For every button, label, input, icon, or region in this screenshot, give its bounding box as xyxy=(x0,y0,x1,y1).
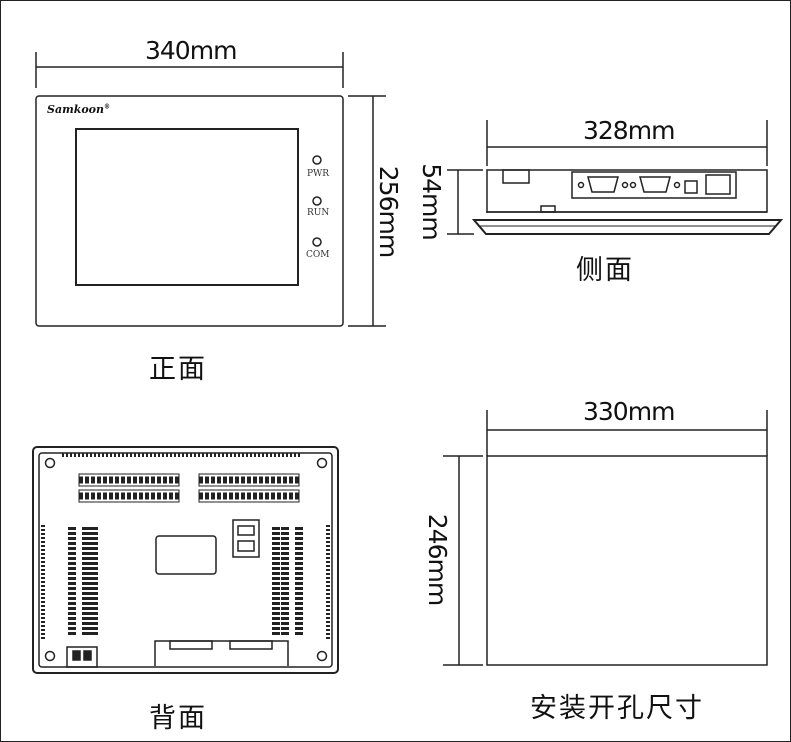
side-width-label: 328mm xyxy=(583,116,675,145)
screw-hole-tl xyxy=(44,457,56,469)
ethernet-port xyxy=(705,174,731,195)
back-caption: 背面 xyxy=(149,703,207,734)
led-label-com: COM xyxy=(306,250,330,260)
side-view xyxy=(447,120,784,235)
front-caption: 正面 xyxy=(149,354,207,385)
led-pwr-indicator xyxy=(312,155,322,165)
side-caption: 侧面 xyxy=(576,255,634,286)
db9-port-1 xyxy=(587,176,619,193)
front-view xyxy=(35,52,386,327)
side-port-panel xyxy=(571,171,737,199)
front-height-label: 256mm xyxy=(374,165,404,258)
cutout-caption: 安装开孔尺寸 xyxy=(530,693,704,724)
front-bezel xyxy=(35,95,344,327)
power-terminal xyxy=(66,646,98,668)
screw-hole-tr xyxy=(316,457,328,469)
back-connector-strip xyxy=(154,640,289,666)
cutout-height-label: 246mm xyxy=(423,513,453,606)
back-outer-case xyxy=(32,446,339,674)
led-label-pwr: PWR xyxy=(307,169,330,179)
brand-name: Samkoon xyxy=(47,103,105,116)
led-run-indicator xyxy=(312,196,322,206)
screw-hole-br xyxy=(316,650,328,662)
side-depth-label: 54mm xyxy=(416,163,446,240)
back-view xyxy=(32,446,339,674)
front-width-label: 340mm xyxy=(145,36,237,65)
brand-logo: Samkoon® xyxy=(47,103,110,116)
side-bezel xyxy=(471,219,784,235)
cutout-width-label: 330mm xyxy=(583,397,675,426)
led-com-indicator xyxy=(312,237,322,247)
back-inner-case xyxy=(38,452,333,668)
usb-port xyxy=(684,180,698,194)
cutout-view xyxy=(443,410,768,666)
db9-port-2 xyxy=(639,176,671,193)
cutout-rectangle xyxy=(486,455,768,666)
back-label-plate xyxy=(155,535,217,575)
brand-registered-mark: ® xyxy=(104,103,111,111)
dip-switch xyxy=(232,519,260,558)
screw-hole-bl xyxy=(44,650,56,662)
front-display xyxy=(75,128,299,286)
side-tab-left xyxy=(502,169,530,184)
side-latch xyxy=(540,205,556,213)
led-label-run: RUN xyxy=(307,208,330,218)
